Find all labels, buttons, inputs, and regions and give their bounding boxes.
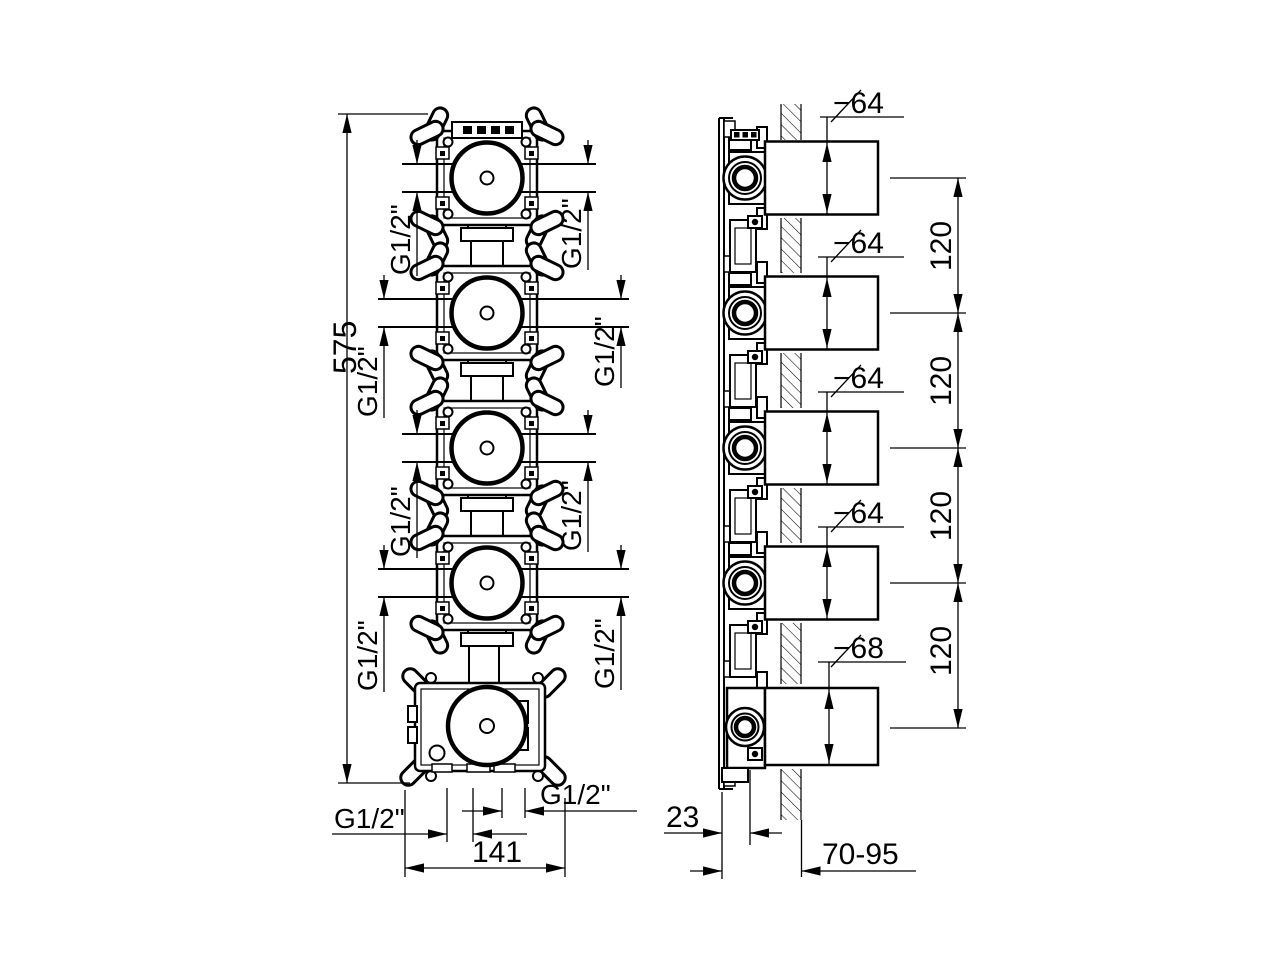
diameter-label-2: −64 [833,227,884,260]
bottom-right-port-label: G1/2" [540,779,611,810]
pipe-stubs [378,163,629,842]
valve-module-5-thermostat [396,664,570,790]
diameter-label-1: −64 [833,87,884,120]
wall-section [780,104,802,820]
port-label-left-1: G1/2" [385,204,416,275]
dimension-label-23: 23 [666,801,699,834]
dimension-label-70-95: 70-95 [822,838,899,871]
port-dimensions-left: G1/2" G1/2" G1/2" G1/2" [352,140,422,692]
side-view: −64 −64 −64 −64 [664,87,966,879]
diameter-label-4: −64 [833,497,884,530]
port-label-left-3: G1/2" [385,486,416,557]
dimension-label-141: 141 [472,836,522,869]
port-label-left-2: G1/2" [352,346,383,417]
port-label-right-2: G1/2" [589,316,620,387]
diameter-dimensions: −64 −64 −64 −64 [818,87,906,765]
port-label-right-3: G1/2" [556,480,587,551]
spacing-dimension-chain: 120 120 120 120 [890,177,966,729]
port-dimensions-right: G1/2" G1/2" G1/2" G1/2" [556,140,626,690]
diameter-label-3: −64 [833,362,884,395]
dimension-overall-height: 575 [327,113,428,784]
front-view: 575 G1/2" G1/2" G1/2" [327,105,637,877]
port-label-right-1: G1/2" [556,198,587,269]
spacing-label-2: 120 [925,356,958,406]
spacing-label-4: 120 [925,626,958,676]
side-valve-bodies [721,126,768,783]
port-label-left-4: G1/2" [352,620,383,691]
bottom-port-dimensions: G1/2" G1/2" [332,779,637,839]
dimension-body-width: 141 [404,790,566,877]
port-label-right-4: G1/2" [589,618,620,689]
side-connectors [729,219,757,678]
bottom-left-port-label: G1/2" [334,803,405,834]
spacing-label-3: 120 [925,491,958,541]
top-mounting-bar [451,121,523,139]
depth-dimensions: 23 70-95 [664,770,916,879]
diameter-label-5: −68 [833,632,884,665]
spacing-label-1: 120 [925,221,958,271]
trim-sleeves [763,140,880,767]
dimension-label-575: 575 [327,321,363,374]
